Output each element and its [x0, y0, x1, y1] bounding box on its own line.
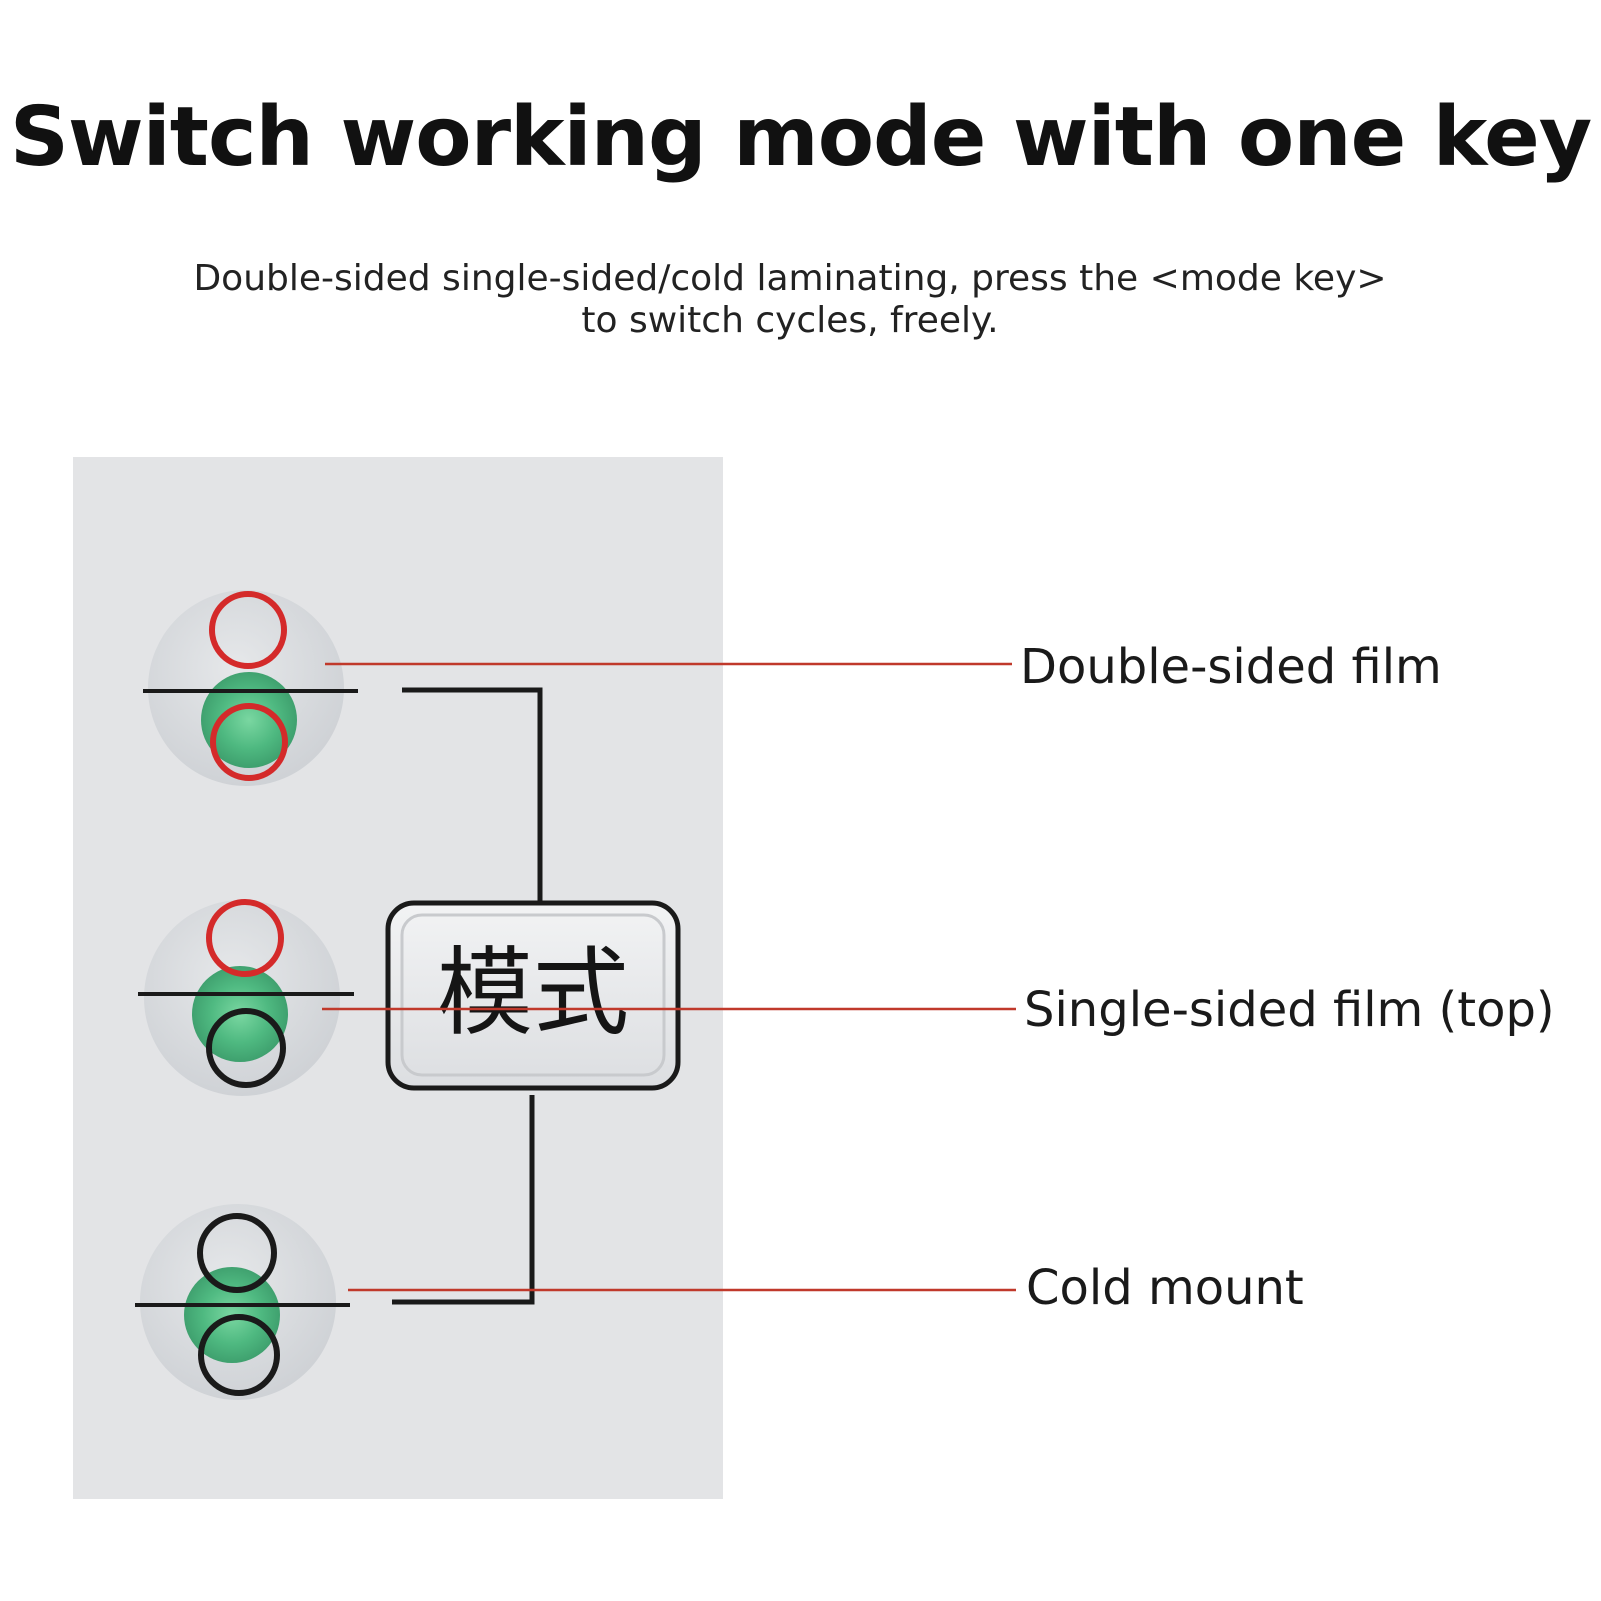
- ring-bottom-black: [206, 1008, 286, 1088]
- callout-cold-mount: Cold mount: [1026, 1260, 1304, 1316]
- subtitle-line-1: Double-sided single-sided/cold laminatin…: [193, 258, 1387, 299]
- led-indicator-cold-mount: [135, 1204, 350, 1400]
- ring-top-red: [206, 899, 284, 977]
- ring-top-black: [197, 1213, 277, 1293]
- subtitle-line-2: to switch cycles, freely.: [581, 300, 999, 341]
- callout-double-sided-film: Double-sided film: [1020, 639, 1442, 695]
- callout-single-sided-film: Single-sided film (top): [1024, 982, 1555, 1038]
- connector-line-bottom: [392, 1095, 535, 1305]
- page-title: Switch working mode with one key: [9, 90, 1592, 185]
- led-indicator-double-sided: [143, 590, 358, 786]
- led-indicator-single-sided: [138, 899, 354, 1096]
- ring-bottom-black: [198, 1314, 280, 1396]
- mode-key-label: 模式: [437, 937, 629, 1049]
- ring-bottom-red: [210, 703, 288, 781]
- connector-line-top: [402, 687, 543, 902]
- subtitle: Double-sided single-sided/cold laminatin…: [60, 258, 1520, 342]
- mode-key-button[interactable]: 模式: [385, 900, 681, 1091]
- ring-top-red: [209, 591, 287, 669]
